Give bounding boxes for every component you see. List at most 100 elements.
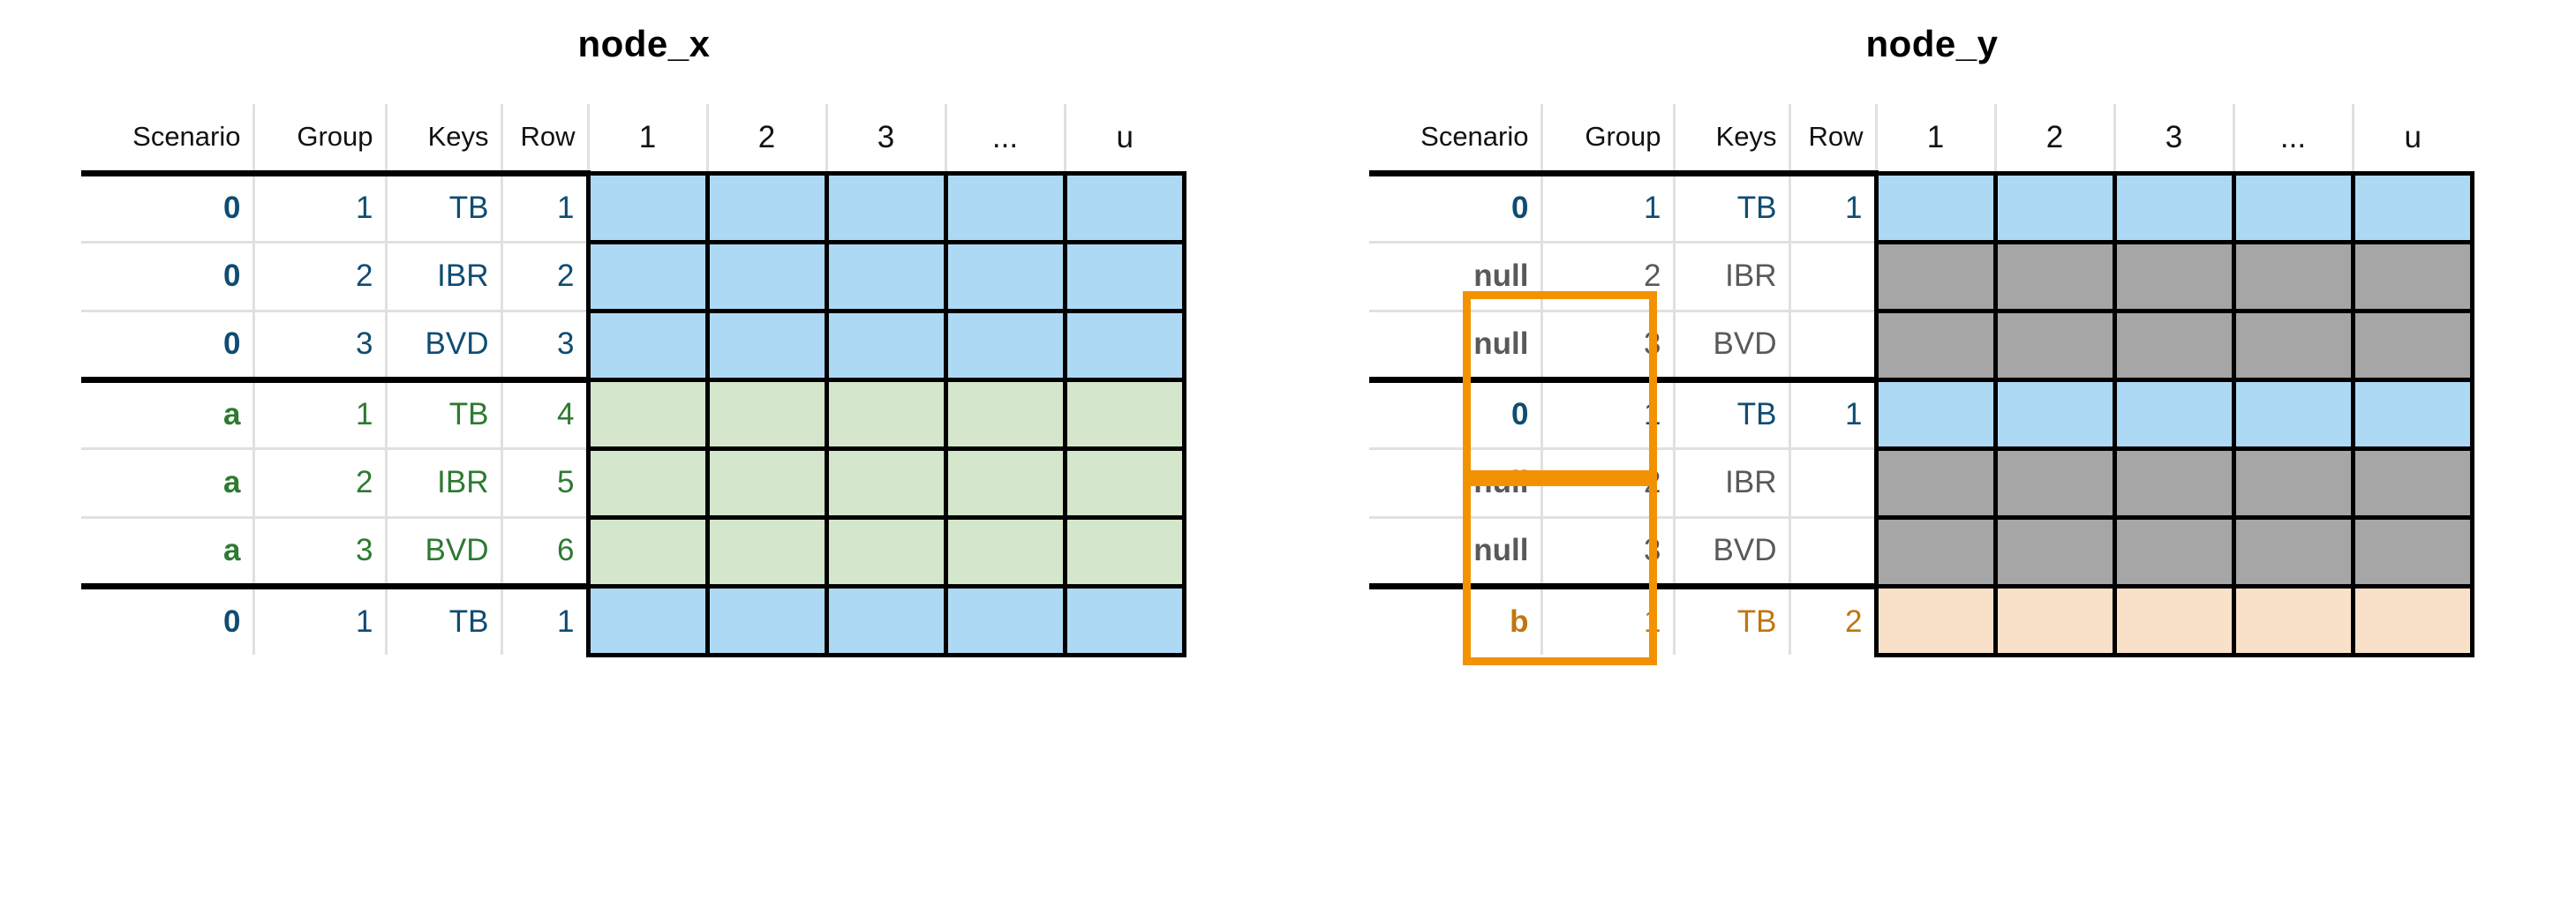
matrix-cell [704,377,826,448]
cell-row: 5 [500,446,588,517]
matrix-cell [943,308,1065,379]
matrix-cell [585,170,707,242]
cell-row [1788,309,1876,379]
column-header-scenario: Scenario [81,104,253,173]
cell-scenario: 0 [81,582,253,655]
cell-scenario: 0 [81,240,253,311]
cell-keys: IBR [1672,446,1789,517]
matrix-cell [2112,514,2233,586]
matrix-cell [1873,514,1995,586]
cell-scenario: null [1369,240,1541,311]
cell-row: 1 [1788,376,1876,448]
matrix-cell [704,308,826,379]
matrix-cell [943,514,1065,586]
matrix-cell [2231,239,2353,311]
cell-scenario: 0 [81,169,253,242]
cell-group: 1 [1540,582,1674,655]
matrix-cell [2112,308,2233,379]
cell-group: 3 [1540,515,1674,586]
cell-scenario: 0 [1369,376,1541,448]
cell-row: 1 [1788,169,1876,242]
cell-group: 1 [1540,376,1674,448]
matrix-cell [2112,170,2233,242]
matrix-cell [943,446,1065,517]
cell-group: 1 [1540,169,1674,242]
column-header-value-3: ... [944,104,1065,173]
matrix-cell [2112,583,2233,657]
matrix-cell [2231,514,2353,586]
cell-scenario: a [81,515,253,586]
panel-title: node_y [1865,23,1999,64]
matrix-cell [2350,377,2474,448]
cell-keys: IBR [384,446,501,517]
cell-scenario: b [1369,582,1541,655]
matrix-cell [1873,377,1995,448]
matrix-cell [2112,239,2233,311]
column-header-value-1: 2 [1993,104,2114,173]
matrix-cell [1992,514,2114,586]
cell-row [1788,515,1876,586]
matrix-cell [2350,583,2474,657]
cell-row: 1 [500,169,588,242]
matrix-cell [1873,170,1995,242]
cell-keys: BVD [384,309,501,379]
matrix-cell [704,514,826,586]
column-header-value-4: u [2351,104,2472,173]
matrix-cell [1062,170,1186,242]
matrix-cell [1062,308,1186,379]
column-header-value-2: 3 [825,104,945,173]
cell-keys: IBR [384,240,501,311]
matrix-cell [585,308,707,379]
matrix-cell [1062,514,1186,586]
cell-group: 2 [252,240,386,311]
cell-keys: BVD [1672,515,1789,586]
column-header-value-0: 1 [1874,104,1995,173]
matrix-cell [2231,170,2353,242]
matrix-cell [585,446,707,517]
matrix-cell [585,377,707,448]
matrix-cell [2350,308,2474,379]
matrix-cell [2350,514,2474,586]
matrix-cell [943,170,1065,242]
cell-row [1788,240,1876,311]
matrix-cell [1992,170,2114,242]
cell-group: 1 [252,376,386,448]
panel-title: node_x [577,23,711,64]
matrix-cell [824,514,945,586]
cell-keys: TB [1672,582,1789,655]
matrix-cell [1062,377,1186,448]
cell-scenario: 0 [81,309,253,379]
matrix-cell [824,308,945,379]
cell-group: 2 [1540,240,1674,311]
column-header-keys: Keys [1672,104,1789,173]
matrix-cell [2350,446,2474,517]
cell-keys: TB [1672,376,1789,448]
matrix-cell [824,446,945,517]
matrix-cell [824,377,945,448]
cell-keys: TB [1672,169,1789,242]
cell-row: 2 [1788,582,1876,655]
column-header-value-1: 2 [705,104,826,173]
cell-group: 2 [1540,446,1674,517]
cell-group: 3 [252,515,386,586]
cell-group: 1 [252,169,386,242]
column-header-row: Row [500,104,588,173]
column-header-value-2: 3 [2113,104,2233,173]
column-header-group: Group [1540,104,1674,173]
